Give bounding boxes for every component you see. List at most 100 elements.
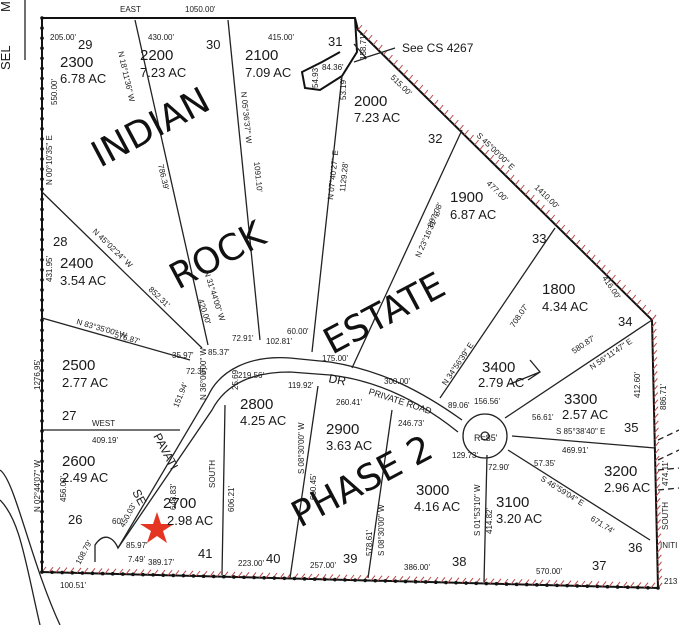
- arrow-cs-4267: [353, 43, 368, 63]
- svg-text:213: 213: [664, 577, 678, 586]
- lot-2800-apn: 2800: [240, 396, 273, 413]
- lot-2700-acres: 2.98 AC: [167, 513, 213, 528]
- corner-37: 37: [592, 558, 606, 573]
- corner-27: 27: [62, 408, 76, 423]
- svg-text:219.56': 219.56': [238, 371, 264, 380]
- svg-text:84.36': 84.36': [322, 63, 344, 72]
- corner-32: 32: [428, 131, 442, 146]
- svg-text:72.91': 72.91': [232, 334, 254, 343]
- svg-text:420.00': 420.00': [196, 298, 213, 326]
- lot-2400-apn: 2400: [60, 255, 93, 272]
- svg-text:89.06': 89.06': [448, 401, 470, 410]
- svg-text:887.08': 887.08': [426, 201, 445, 229]
- svg-text:129.73': 129.73': [452, 451, 478, 460]
- svg-text:N 36°00'00" W: N 36°00'00" W: [199, 348, 208, 400]
- lot-2500-acres: 2.77 AC: [62, 375, 108, 390]
- corner-40: 40: [266, 551, 280, 566]
- corner-33: 33: [532, 231, 546, 246]
- lot-2100-apn: 2100: [245, 47, 278, 64]
- svg-text:1276.95': 1276.95': [33, 359, 42, 390]
- lot-2800-acres: 4.25 AC: [240, 413, 286, 428]
- svg-text:S 01°53'10" W: S 01°53'10" W: [473, 484, 482, 536]
- subdivision-name-word3: ESTATE: [317, 265, 452, 363]
- svg-text:708.07': 708.07': [508, 302, 530, 329]
- edge-label-west: WEST: [92, 419, 115, 428]
- lot-2200-acres: 7.23 AC: [140, 65, 186, 80]
- subdivision-name-word1: INDIAN: [85, 80, 217, 176]
- svg-text:1050.00': 1050.00': [185, 5, 216, 14]
- corner-38: 38: [452, 554, 466, 569]
- svg-text:72.35': 72.35': [186, 367, 208, 376]
- svg-text:430.00': 430.00': [148, 33, 174, 42]
- lot-2400-acres: 3.54 AC: [60, 273, 106, 288]
- lot-2000-apn: 2000: [354, 93, 387, 110]
- edge-label-left-top: M: [0, 1, 13, 12]
- svg-text:85.37': 85.37': [208, 348, 230, 357]
- corner-28: 28: [53, 234, 67, 249]
- svg-text:886.71': 886.71': [659, 384, 668, 410]
- edge-label-east: EAST: [120, 5, 141, 14]
- svg-text:N 02°44'07" W: N 02°44'07" W: [33, 460, 42, 512]
- svg-text:576.87': 576.87': [113, 330, 141, 346]
- svg-text:431.95': 431.95': [45, 256, 54, 282]
- lot-2900-apn: 2900: [326, 421, 359, 438]
- lot-3200-acres: 2.96 AC: [604, 480, 650, 495]
- svg-text:100.51': 100.51': [60, 581, 86, 590]
- lot-1900-apn: 1900: [450, 189, 483, 206]
- svg-text:56.61': 56.61': [532, 413, 554, 422]
- lot-1900-acres: 6.87 AC: [450, 207, 496, 222]
- svg-text:85.97': 85.97': [126, 541, 148, 550]
- svg-text:60': 60': [112, 517, 123, 526]
- svg-text:660.45': 660.45': [309, 474, 318, 500]
- right-dashed-lines: [657, 429, 679, 461]
- lot-3200-apn: 3200: [604, 463, 637, 480]
- svg-text:386.00': 386.00': [404, 563, 430, 572]
- corner-31: 31: [328, 34, 342, 49]
- svg-text:477.00': 477.00': [485, 179, 510, 204]
- svg-text:246.73': 246.73': [398, 419, 424, 428]
- svg-text:456.00': 456.00': [59, 476, 68, 502]
- svg-text:578.61': 578.61': [365, 530, 374, 556]
- svg-text:671.74': 671.74': [589, 514, 616, 536]
- svg-text:S 85°38'40" E: S 85°38'40" E: [556, 427, 605, 436]
- svg-text:S 46°59'04" E: S 46°59'04" E: [539, 474, 586, 508]
- lot-1800-acres: 4.34 AC: [542, 299, 588, 314]
- lot-3000-acres: 4.16 AC: [414, 499, 460, 514]
- svg-text:N 34°56'39" E: N 34°56'39" E: [440, 341, 475, 387]
- svg-text:7.49': 7.49': [128, 555, 146, 564]
- svg-text:151.94': 151.94': [172, 381, 190, 409]
- svg-text:648.83': 648.83': [169, 484, 178, 510]
- lot-3300-apn: 3300: [564, 391, 597, 408]
- svg-text:205.00': 205.00': [50, 33, 76, 42]
- svg-text:N 18°11'36" W: N 18°11'36" W: [116, 50, 136, 103]
- svg-text:223.00': 223.00': [238, 559, 264, 568]
- road-edge-left: [0, 499, 41, 625]
- leader-cs-4267: [363, 47, 396, 59]
- corner-39: 39: [343, 551, 357, 566]
- edge-label-left: SEL: [0, 45, 13, 70]
- corner-29: 29: [78, 37, 92, 52]
- svg-text:580.87': 580.87': [570, 333, 597, 355]
- lot-2000-acres: 7.23 AC: [354, 110, 400, 125]
- svg-text:N 05°36'37" W: N 05°36'37" W: [239, 91, 253, 144]
- svg-text:409.19': 409.19': [92, 436, 118, 445]
- right-dashed-lines-2: [657, 467, 679, 491]
- road-edge-left-2: [0, 469, 61, 625]
- corner-41: 41: [198, 546, 212, 561]
- lot-2300-apn: 2300: [60, 54, 93, 71]
- svg-text:474.11': 474.11': [661, 460, 670, 486]
- parcel-31-jog: [300, 17, 359, 92]
- svg-text:35.97': 35.97': [172, 351, 194, 360]
- boundary-hatching: [41, 24, 663, 589]
- svg-text:S 08°30'00" W: S 08°30'00" W: [377, 504, 386, 556]
- svg-text:108.79': 108.79': [74, 538, 94, 566]
- corner-30: 30: [206, 37, 220, 52]
- svg-text:414.82': 414.82': [485, 508, 494, 534]
- corner-36: 36: [628, 540, 642, 555]
- road-label-se: SE: [129, 487, 149, 508]
- svg-text:412.60': 412.60': [633, 372, 642, 398]
- svg-text:102.81': 102.81': [266, 337, 292, 346]
- svg-text:469.91': 469.91': [562, 446, 588, 455]
- svg-text:1091.10': 1091.10': [252, 161, 264, 193]
